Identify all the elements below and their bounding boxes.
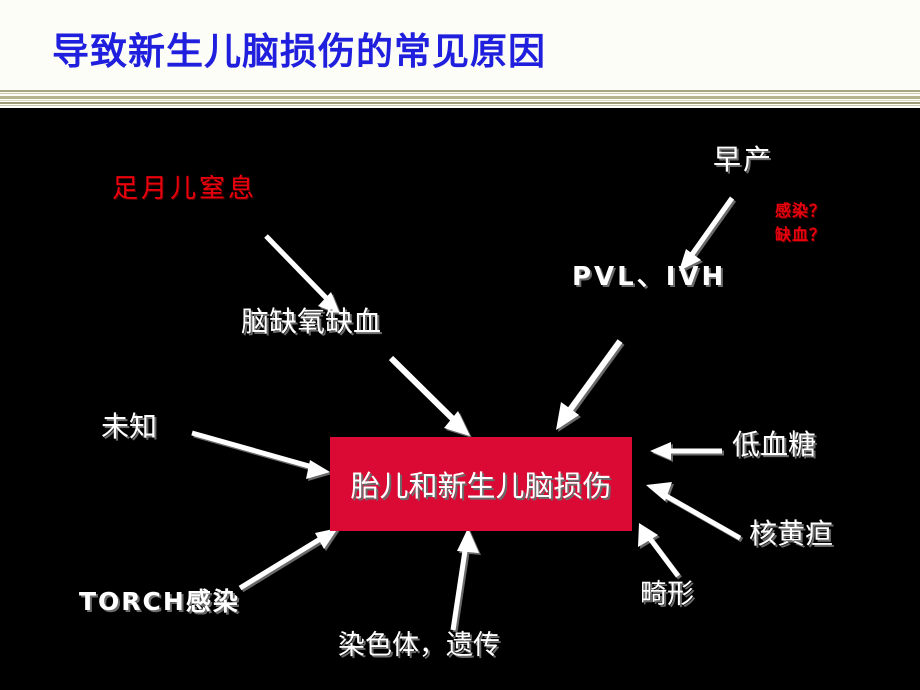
arrow-torch-to-center [238,528,338,591]
arrow-pvl-ivh-to-center [556,339,623,430]
divider-stripe [0,93,920,94]
node-malformation[interactable]: 畸形 [640,579,694,610]
page-title: 导致新生儿脑损伤的常见原因 [52,30,546,73]
divider-stripe [0,105,920,106]
central-node-label: 胎儿和新生儿脑损伤 [350,469,612,503]
arrow-kernicterus-to-center [646,482,742,541]
node-pvl-ivh[interactable]: PVL、IVH [572,262,727,292]
divider-stripe [0,100,920,101]
node-hypoglycemia[interactable]: 低血糖 [732,428,817,461]
arrow-layer [191,196,742,631]
node-ischemia-query[interactable]: 缺血？ [775,225,827,244]
header-divider [0,88,920,108]
node-preterm[interactable]: 早产 [713,143,774,176]
arrow-preterm-to-pvl-ivh [679,196,735,271]
arrow-chromosome-to-center [450,528,479,631]
node-unknown[interactable]: 未知 [101,410,158,443]
node-hie[interactable]: 脑缺氧缺血 [241,305,382,338]
diagram-canvas: 胎儿和新生儿脑损伤 足月儿窒息 脑缺氧缺血 早产 PVL、IVH 感染？ 缺血？… [0,108,920,690]
slide-header: 导致新生儿脑损伤的常见原因 [0,0,920,88]
divider-stripe [0,102,920,104]
node-infection-query[interactable]: 感染？ [775,201,827,220]
divider-stripe [0,96,920,99]
divider-stripe [0,90,920,92]
arrow-term-asphyxia-to-hie [264,234,340,314]
central-node-box[interactable]: 胎儿和新生儿脑损伤 [330,437,632,531]
arrow-unknown-to-center [191,430,330,479]
node-kernicterus[interactable]: 核黄疸 [749,517,834,550]
arrow-malformation-to-center [638,523,680,578]
node-torch[interactable]: TORCH感染 [79,587,240,616]
node-term-asphyxia[interactable]: 足月儿窒息 [112,174,258,204]
node-chromosome[interactable]: 染色体，遗传 [338,630,500,661]
arrow-hie-to-center [388,355,470,436]
arrow-hypoglycemia-to-center [650,442,722,460]
